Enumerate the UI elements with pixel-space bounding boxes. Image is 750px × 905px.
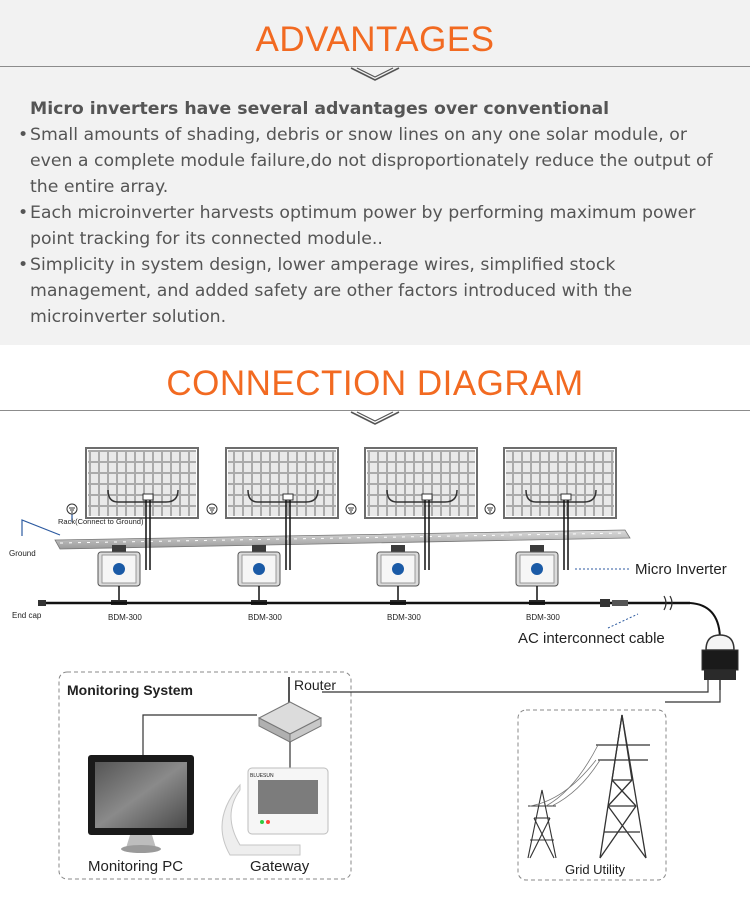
ground-icon (484, 503, 496, 515)
junction-box-icon (701, 634, 739, 690)
callout-line (607, 613, 639, 629)
rack-label: Rack(Connect to Ground) (58, 517, 144, 526)
connection-title: CONNECTION DIAGRAM (166, 364, 584, 403)
monitoring-pc-label: Monitoring PC (88, 858, 183, 875)
inverter-model-label: BDM-300 (387, 613, 421, 622)
micro-inverter-icon (97, 545, 141, 605)
solar-panel (225, 447, 339, 519)
ground-label: Ground (9, 549, 36, 558)
advantage-text: Each microinverter harvests optimum powe… (30, 203, 696, 249)
junction-grid-link (665, 690, 721, 703)
inverter-model-label: BDM-300 (108, 613, 142, 622)
solar-panel (503, 447, 617, 519)
micro-inverter-icon (376, 545, 420, 605)
chevron-down-icon (350, 67, 400, 81)
solar-panel (85, 447, 199, 519)
router-label: Router (294, 677, 336, 693)
ac-cable-to-junction (689, 602, 721, 641)
monitoring-pc-icon (88, 755, 194, 853)
pc-router-link (142, 714, 257, 755)
cable-break-icon (663, 595, 673, 611)
bullet: • (18, 203, 29, 223)
advantages-panel (0, 0, 750, 345)
end-cap-icon (38, 600, 46, 606)
grid-utility-label: Grid Utility (565, 862, 625, 877)
chevron-down-icon (350, 411, 400, 425)
advantage-item: • Simplicity in system design, lower amp… (18, 252, 730, 330)
transmission-tower-icon (596, 714, 650, 859)
ground-icon (66, 503, 78, 515)
bullet: • (18, 255, 29, 275)
monitoring-system-label: Monitoring System (67, 682, 193, 698)
advantage-item: • Each microinverter harvests optimum po… (18, 200, 730, 252)
cable-connector-icon (600, 599, 628, 607)
solar-panel (364, 447, 478, 519)
end-cap-label: End cap (12, 611, 42, 620)
micro-inverter-label: Micro Inverter (635, 561, 727, 578)
gateway-icon (221, 767, 329, 856)
power-lines (529, 744, 601, 807)
inverter-model-label: BDM-300 (248, 613, 282, 622)
transmission-tower-icon (527, 789, 557, 859)
ground-icon (206, 503, 218, 515)
advantage-text: Small amounts of shading, debris or snow… (30, 125, 713, 197)
micro-inverter-icon (515, 545, 559, 605)
micro-inverter-icon (237, 545, 281, 605)
inverter-model-label: BDM-300 (526, 613, 560, 622)
mounting-rail (54, 529, 631, 550)
connection-divider (0, 410, 750, 411)
monitoring-system-box (58, 671, 352, 880)
ground-wire (21, 519, 61, 536)
gateway-brand-label: BLUESUN (250, 773, 274, 779)
bullet: • (18, 125, 29, 145)
router-grid-link (322, 680, 709, 693)
advantage-text: Simplicity in system design, lower amper… (30, 255, 633, 327)
advantage-item: • Small amounts of shading, debris or sn… (18, 122, 730, 200)
advantages-divider (0, 66, 750, 67)
advantages-heading: Micro inverters have several advantages … (30, 99, 610, 119)
advantages-list: Micro inverters have several advantages … (18, 96, 730, 330)
router-icon (257, 677, 323, 743)
ground-icon (345, 503, 357, 515)
ac-cable-label: AC interconnect cable (518, 630, 665, 647)
grid-utility-box (517, 709, 667, 881)
advantages-title: ADVANTAGES (255, 20, 495, 59)
gateway-label: Gateway (250, 858, 310, 875)
